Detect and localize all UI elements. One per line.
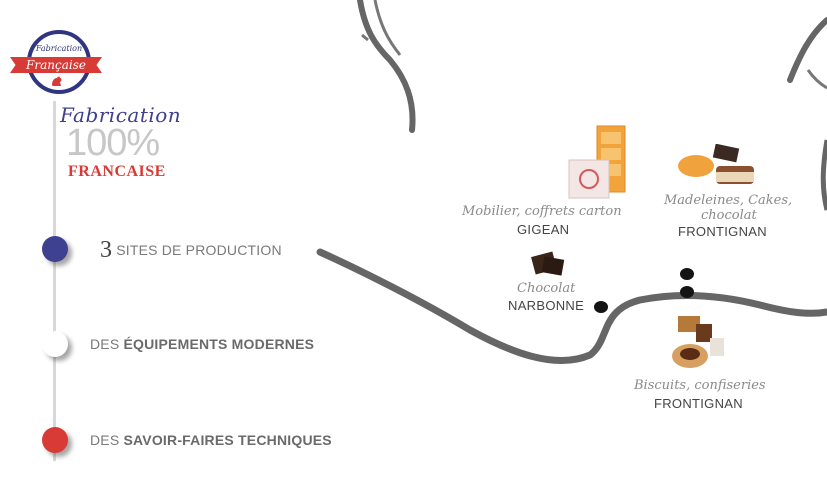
site-frontignan-madeleines-product-line2: chocolat bbox=[701, 208, 757, 223]
timeline-line bbox=[53, 101, 56, 461]
site-dot-narbonne bbox=[594, 301, 608, 313]
title-francaise: FRANCAISE bbox=[68, 163, 166, 180]
site-frontignan-biscuits-product: Biscuits, confiseries bbox=[634, 378, 766, 393]
site-frontignan-madeleines-product: Madeleines, Cakes, bbox=[664, 193, 793, 208]
site-narbonne-product: Chocolat bbox=[517, 281, 576, 296]
feature-prefix: DES bbox=[90, 336, 124, 352]
badge-top-text: Fabrication bbox=[35, 44, 83, 53]
site-dot-gigean bbox=[680, 268, 694, 280]
title-percent: 100% bbox=[66, 122, 160, 164]
site-dot-frontignan bbox=[680, 286, 694, 298]
site-gigean-product: Mobilier, coffrets carton bbox=[462, 204, 622, 219]
title-fabrication: Fabrication bbox=[60, 103, 182, 127]
site-frontignan-biscuits-city: FRONTIGNAN bbox=[654, 396, 743, 411]
feature-technical-know-how: DES SAVOIR-FAIRES TECHNIQUES bbox=[90, 432, 332, 448]
bullet-blue bbox=[42, 236, 68, 262]
site-narbonne-city: NARBONNE bbox=[508, 298, 585, 313]
feature-prefix: DES bbox=[90, 432, 124, 448]
chocolate-icon bbox=[531, 251, 565, 276]
bullet-white bbox=[42, 331, 68, 357]
fabrication-francaise-badge: Fabrication Française bbox=[10, 30, 102, 100]
feature-number: 3 bbox=[100, 237, 113, 263]
madeleine-icon bbox=[678, 144, 754, 184]
biscuit-icon bbox=[672, 316, 724, 368]
feature-bold-text: SAVOIR-FAIRES TECHNIQUES bbox=[123, 432, 332, 448]
site-gigean-city: GIGEAN bbox=[517, 222, 570, 237]
box-icon bbox=[568, 125, 626, 199]
bullet-red bbox=[42, 427, 68, 453]
feature-bold-text: ÉQUIPEMENTS MODERNES bbox=[123, 336, 315, 352]
site-frontignan-madeleines-city: FRONTIGNAN bbox=[678, 224, 767, 239]
badge-ribbon: Française bbox=[10, 57, 102, 73]
rooster-icon bbox=[52, 76, 62, 86]
feature-modern-equipment: DES ÉQUIPEMENTS MODERNES bbox=[90, 336, 314, 352]
feature-text: SITES DE PRODUCTION bbox=[116, 242, 282, 258]
